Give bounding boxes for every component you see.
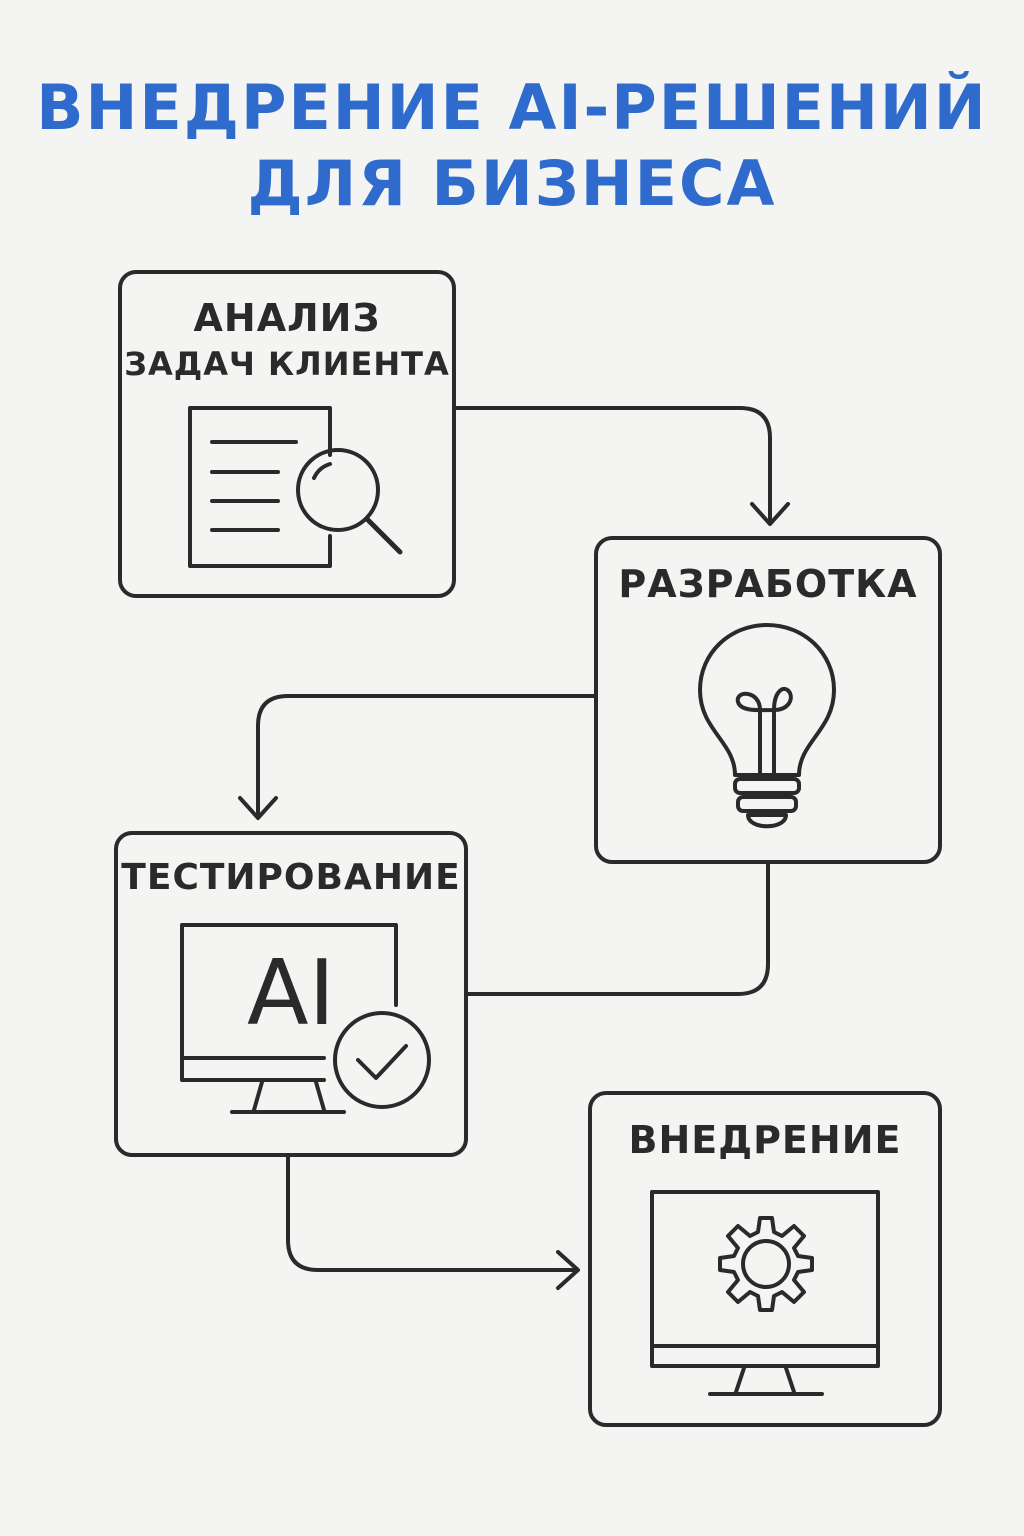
connector-development-return bbox=[464, 860, 770, 996]
monitor-gear-icon bbox=[650, 1190, 880, 1396]
step-label-deployment: ВНЕДРЕНИЕ bbox=[628, 1118, 902, 1162]
monitor-screen-ai-text: AI bbox=[246, 941, 336, 1046]
step-label-development: РАЗРАБОТКА bbox=[618, 562, 918, 606]
page-title-line-1: ВНЕДРЕНИЕ AI-РЕШЕНИЙ bbox=[36, 71, 988, 144]
gear-icon bbox=[718, 1216, 814, 1312]
arrowhead-deployment bbox=[556, 1250, 580, 1290]
step-label-analysis-line-2: ЗАДАЧ КЛИЕНТА bbox=[124, 345, 450, 383]
page-title-line-2: ДЛЯ БИЗНЕСА bbox=[247, 147, 777, 220]
document-search-icon bbox=[188, 406, 403, 568]
lightbulb-icon bbox=[698, 623, 836, 829]
connector-development-to-testing bbox=[256, 694, 598, 818]
connector-analysis-to-development bbox=[452, 406, 772, 524]
arrowhead-development bbox=[750, 502, 790, 526]
step-box-analysis bbox=[118, 270, 456, 598]
monitor-ai-check-icon bbox=[180, 923, 431, 1114]
step-label-testing: ТЕСТИРОВАНИЕ bbox=[121, 857, 461, 898]
connector-testing-to-deployment bbox=[286, 1153, 578, 1272]
step-box-deployment bbox=[588, 1091, 942, 1427]
step-label-analysis-line-1: АНАЛИЗ bbox=[193, 296, 381, 340]
arrowhead-testing bbox=[238, 796, 278, 820]
